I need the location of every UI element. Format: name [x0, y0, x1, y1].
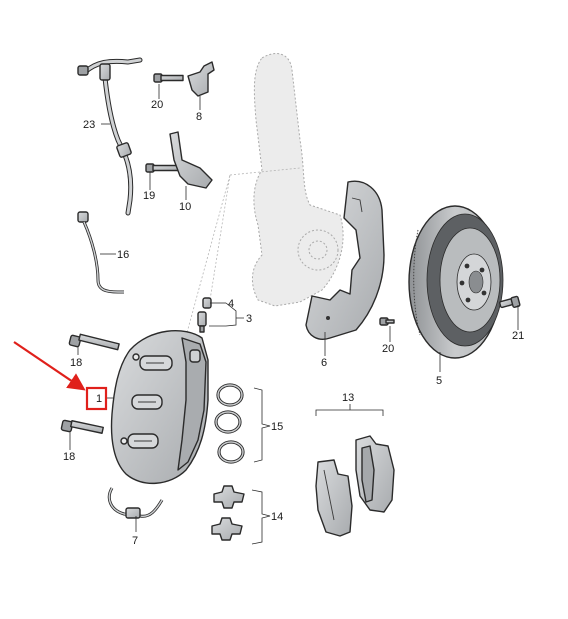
wear-indicator-sensor — [77, 211, 124, 294]
bleeder-valve — [197, 297, 212, 333]
caliper-bolt-upper — [68, 333, 120, 351]
holder-screw — [145, 163, 180, 173]
highlight-indicator — [13, 341, 108, 411]
seal-rings — [214, 383, 245, 464]
label-part-19: 19 — [143, 190, 155, 202]
label-part-21: 21 — [512, 330, 524, 342]
disc-screw — [499, 295, 521, 309]
bracket-screw — [153, 73, 184, 83]
caliper-bolt-lower — [60, 419, 104, 434]
steering-knuckle-ghost — [184, 53, 344, 341]
label-part-18-lower: 18 — [63, 451, 75, 463]
brake-caliper — [110, 330, 209, 485]
brake-pads — [315, 435, 395, 537]
brake-disc — [408, 205, 504, 359]
label-part-10: 10 — [179, 201, 191, 213]
label-part-14: 14 — [271, 511, 283, 523]
label-part-4: 4 — [228, 298, 234, 310]
label-part-5: 5 — [436, 375, 442, 387]
brake-hose — [77, 57, 143, 216]
label-part-15: 15 — [271, 421, 283, 433]
pad-clips — [211, 485, 245, 541]
label-part-7: 7 — [132, 535, 138, 547]
label-part-18-upper: 18 — [70, 357, 82, 369]
label-part-23: 23 — [83, 119, 95, 131]
label-part-1: 1 — [96, 393, 102, 405]
wear-sensor-lower — [107, 487, 164, 519]
label-part-3: 3 — [246, 313, 252, 325]
label-part-20-lower: 20 — [382, 343, 394, 355]
leader-lines — [69, 84, 519, 545]
label-part-20-upper: 20 — [151, 99, 163, 111]
shield-screw — [379, 317, 395, 326]
splash-shield — [305, 180, 385, 340]
hose-holder — [169, 131, 213, 189]
label-part-8: 8 — [196, 111, 202, 123]
label-part-6: 6 — [321, 357, 327, 369]
label-part-13: 13 — [342, 392, 354, 404]
label-part-16: 16 — [117, 249, 129, 261]
hose-bracket — [187, 61, 215, 97]
